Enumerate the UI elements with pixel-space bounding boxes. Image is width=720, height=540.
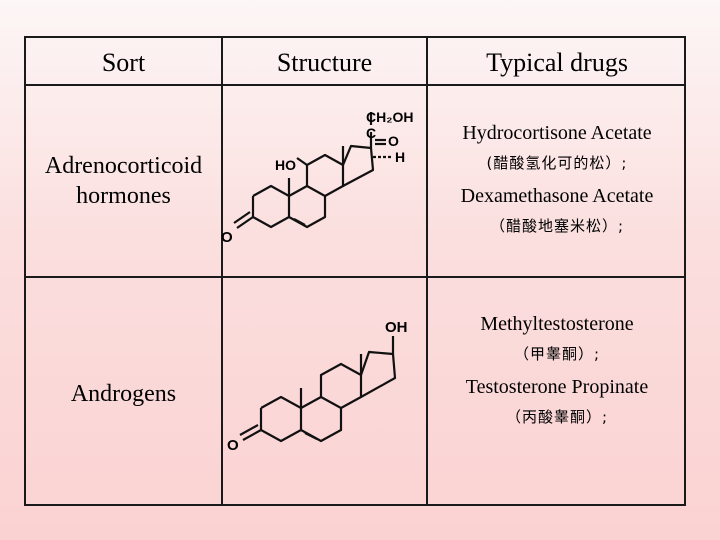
header-structure: Structure [276,48,373,77]
carbonyl-c-label: C [366,125,376,141]
ring-c [319,362,363,409]
ketone-bond [236,216,254,229]
ring-a [259,395,303,443]
drug-chinese-name: （醋酸地塞米松）; [489,217,625,235]
corticosteroid-structure: CH₂OH C O HO H O [221,109,413,246]
header-sort: Sort [101,48,146,77]
drug-name: Methyltestosterone [480,313,634,335]
hydroxyl-bond [296,157,308,166]
header-typical-drugs: Typical drugs [486,48,628,77]
column-divider [221,38,223,504]
oh-label: OH [385,319,408,336]
drug-chinese-name: （甲睾酮）; [513,345,601,363]
double-bond [293,218,306,226]
ketone-bond [233,211,251,224]
drug-classification-table: Sort Structure Typical drugs Adrenocorti… [24,36,686,506]
drug-name: Hydrocortisone Acetate [462,122,652,144]
row-divider [26,84,684,86]
ch2oh-label: CH₂OH [366,109,413,125]
drug-chinese-name: (醋酸氢化可的松）; [486,154,628,172]
column-divider [426,38,428,504]
row-divider [26,276,684,278]
testosterone-structure: OH O [227,319,408,454]
sort-label-line: hormones [76,183,171,209]
sort-label-line: Adrenocorticoid [44,153,203,179]
drugs-androgens: Methyltestosterone （甲睾酮）; Testosterone P… [428,313,686,453]
drug-name: Dexamethasone Acetate [460,185,654,207]
sort-adrenocorticoid: Adrenocorticoid hormones [26,86,221,276]
drugs-adrenocorticoid: Hydrocortisone Acetate (醋酸氢化可的松）; Dexame… [428,122,686,252]
ring-d [341,144,375,187]
ketone-bond [239,424,259,436]
ketone-bond [242,429,262,441]
sort-label-line: Androgens [70,381,177,407]
ring-b [288,184,327,229]
oxygen-label: O [388,133,399,149]
ho-label: HO [275,157,296,173]
ring-b [300,395,343,443]
drug-chinese-name: （丙酸睾酮）; [505,408,609,426]
drug-name: Testosterone Propinate [465,376,649,398]
oxygen-label: O [227,437,239,454]
double-bond [304,432,318,440]
oxygen-label: O [221,229,233,246]
ring-c [305,153,345,197]
hydrogen-label: H [395,149,405,165]
ring-a [251,184,291,229]
sort-androgens: Androgens [26,334,221,454]
ring-d [359,350,397,398]
